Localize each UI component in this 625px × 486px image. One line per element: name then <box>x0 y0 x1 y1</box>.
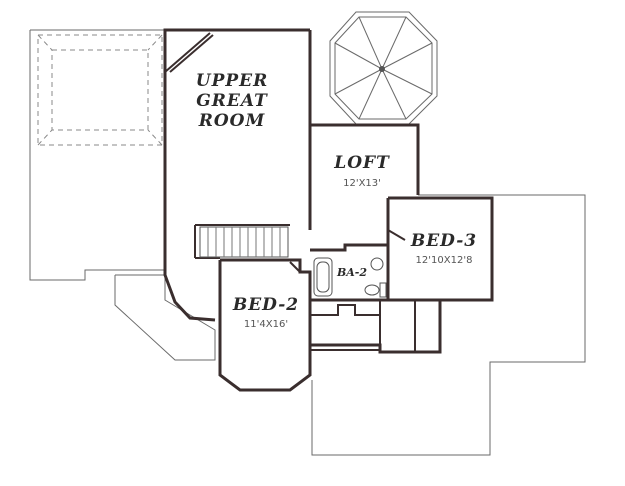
bath2-walls <box>310 243 390 302</box>
bathtub <box>313 257 333 297</box>
upper-great-room-label-line2: GREAT <box>196 91 268 111</box>
toilet <box>364 284 380 296</box>
bed3-label: BED-3 <box>410 231 477 251</box>
bed3-dims: 12'10X12'8 <box>416 255 473 266</box>
closet-walls <box>310 300 442 354</box>
staircase <box>199 226 289 258</box>
loft-walls <box>310 123 420 195</box>
loft-dims: 12'X13' <box>343 178 381 189</box>
sink <box>370 257 384 271</box>
upper-great-room-walls <box>163 28 312 322</box>
loft-label: LOFT <box>333 153 390 173</box>
upper-great-room-label-line1: UPPER <box>196 71 268 91</box>
turret-octagon <box>329 11 438 125</box>
bed2-dims: 11'4X16' <box>244 319 288 330</box>
bath2-label: BA-2 <box>336 266 367 279</box>
bed2-walls <box>218 258 312 392</box>
upper-great-room-label-line3: ROOM <box>198 111 266 131</box>
bed2-label: BED-2 <box>232 295 299 315</box>
left-roof-area <box>29 29 166 281</box>
right-roof-area <box>311 194 586 456</box>
turret-center-point <box>379 66 385 72</box>
